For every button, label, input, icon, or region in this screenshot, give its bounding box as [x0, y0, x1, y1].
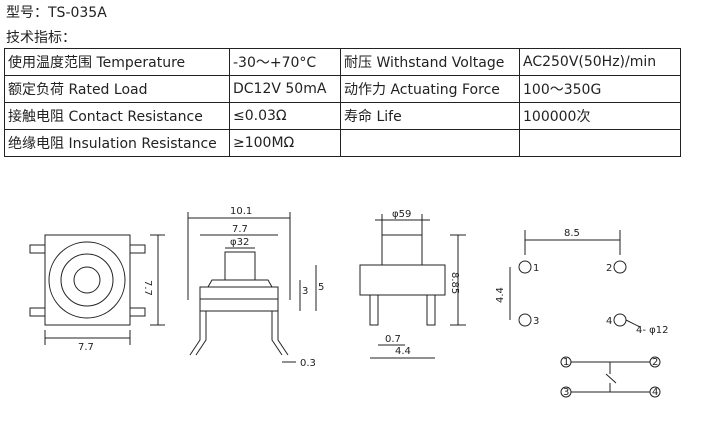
pin-label: 3: [563, 387, 569, 398]
pcb-hole: [518, 313, 532, 327]
pin-label: 1: [563, 357, 569, 368]
dim-label: 10.1: [230, 206, 252, 217]
pin-label: 1: [533, 263, 539, 274]
dim-label: 4- φ12: [636, 325, 668, 336]
top-view: 7.7 7.7: [29, 234, 165, 353]
top-view-pin: [29, 307, 46, 317]
table-cell: -30～+70°C: [229, 48, 341, 76]
leader-line: [625, 319, 641, 328]
table-cell: [519, 129, 681, 157]
table-cell: [340, 129, 520, 157]
side-collar: [207, 279, 273, 288]
dim-label: 8.5: [564, 228, 580, 239]
table-cell: 100000次: [519, 102, 681, 130]
model-line: 型号：TS-035A: [6, 5, 107, 21]
front-body: [359, 264, 446, 296]
dim-label: 4.4: [495, 287, 506, 303]
top-view-body: [44, 234, 131, 326]
table-cell: 额定负荷 Rated Load: [4, 75, 230, 103]
table-row: 接触电阻 Contact Resistance ≤0.03Ω 寿命 Life 1…: [4, 102, 681, 130]
dim-label: 4.4: [395, 346, 411, 357]
dim-label: 5: [318, 282, 324, 293]
table-cell: 100～350G: [519, 75, 681, 103]
table-cell: 耐压 Withstand Voltage: [340, 48, 520, 76]
spec-table: 使用温度范围 Temperature -30～+70°C 耐压 Withstan…: [4, 48, 681, 157]
pin-label: 3: [533, 316, 539, 327]
top-view-pin: [29, 244, 46, 254]
pin-label: 4: [652, 387, 658, 398]
dim-label: 3: [302, 286, 308, 297]
pcb-hole: [613, 260, 627, 274]
pcb-footprint: 8.5 4.4 1 2 3 4 4- φ12: [495, 228, 668, 336]
pin-label: 2: [652, 357, 658, 368]
table-cell: 接触电阻 Contact Resistance: [4, 102, 230, 130]
front-pin: [426, 294, 436, 326]
front-pin: [369, 294, 379, 326]
top-view-pin: [129, 307, 146, 317]
pin-label: 4: [606, 316, 612, 327]
dim-label: 7.7: [142, 280, 153, 296]
table-cell: 动作力 Actuating Force: [340, 75, 520, 103]
table-row: 绝缘电阻 Insulation Resistance ≥100MΩ: [4, 129, 681, 157]
table-cell: AC250V(50Hz)/min: [519, 48, 681, 76]
side-pin: [189, 311, 201, 356]
table-cell: ≤0.03Ω: [229, 102, 341, 130]
table-cell: ≥100MΩ: [229, 129, 341, 157]
side-actuator: [224, 251, 256, 281]
table-cell: DC12V 50mA: [229, 75, 341, 103]
dim-label: 7.7: [78, 342, 94, 353]
technical-drawing: 7.7 7.7 10.1 7.7 φ32 3: [29, 206, 668, 398]
dim-label: 0.3: [300, 358, 316, 369]
table-row: 使用温度范围 Temperature -30～+70°C 耐压 Withstan…: [4, 48, 681, 76]
top-view-outer-ring: [48, 241, 126, 319]
side-pin: [271, 311, 283, 356]
top-view-mid-ring: [60, 253, 114, 307]
top-view-pin: [129, 244, 146, 254]
dim-label: 7.7: [232, 224, 248, 235]
front-view: φ59 8.85 0.7 4.4: [359, 209, 466, 359]
table-cell: 使用温度范围 Temperature: [4, 48, 230, 76]
side-view: 10.1 7.7 φ32 3 5 0.3: [187, 206, 324, 369]
pcb-hole: [613, 313, 627, 327]
dim-label: 0.7: [385, 334, 401, 345]
spec-heading: 技术指标：: [6, 30, 76, 46]
schematic-switch: [605, 373, 617, 384]
side-pin: [277, 311, 289, 356]
table-cell: 绝缘电阻 Insulation Resistance: [4, 129, 230, 157]
front-actuator: [381, 234, 423, 266]
circuit-schematic: 1 2 3 4: [560, 356, 661, 398]
top-view-actuator: [73, 266, 101, 294]
table-row: 额定负荷 Rated Load DC12V 50mA 动作力 Actuating…: [4, 75, 681, 103]
dim-label: 8.85: [449, 272, 460, 294]
pin-label: 2: [606, 263, 612, 274]
pcb-hole: [518, 260, 532, 274]
side-pin: [195, 311, 207, 356]
dim-label: φ32: [230, 237, 249, 248]
table-cell: 寿命 Life: [340, 102, 520, 130]
dim-label: φ59: [392, 209, 411, 220]
